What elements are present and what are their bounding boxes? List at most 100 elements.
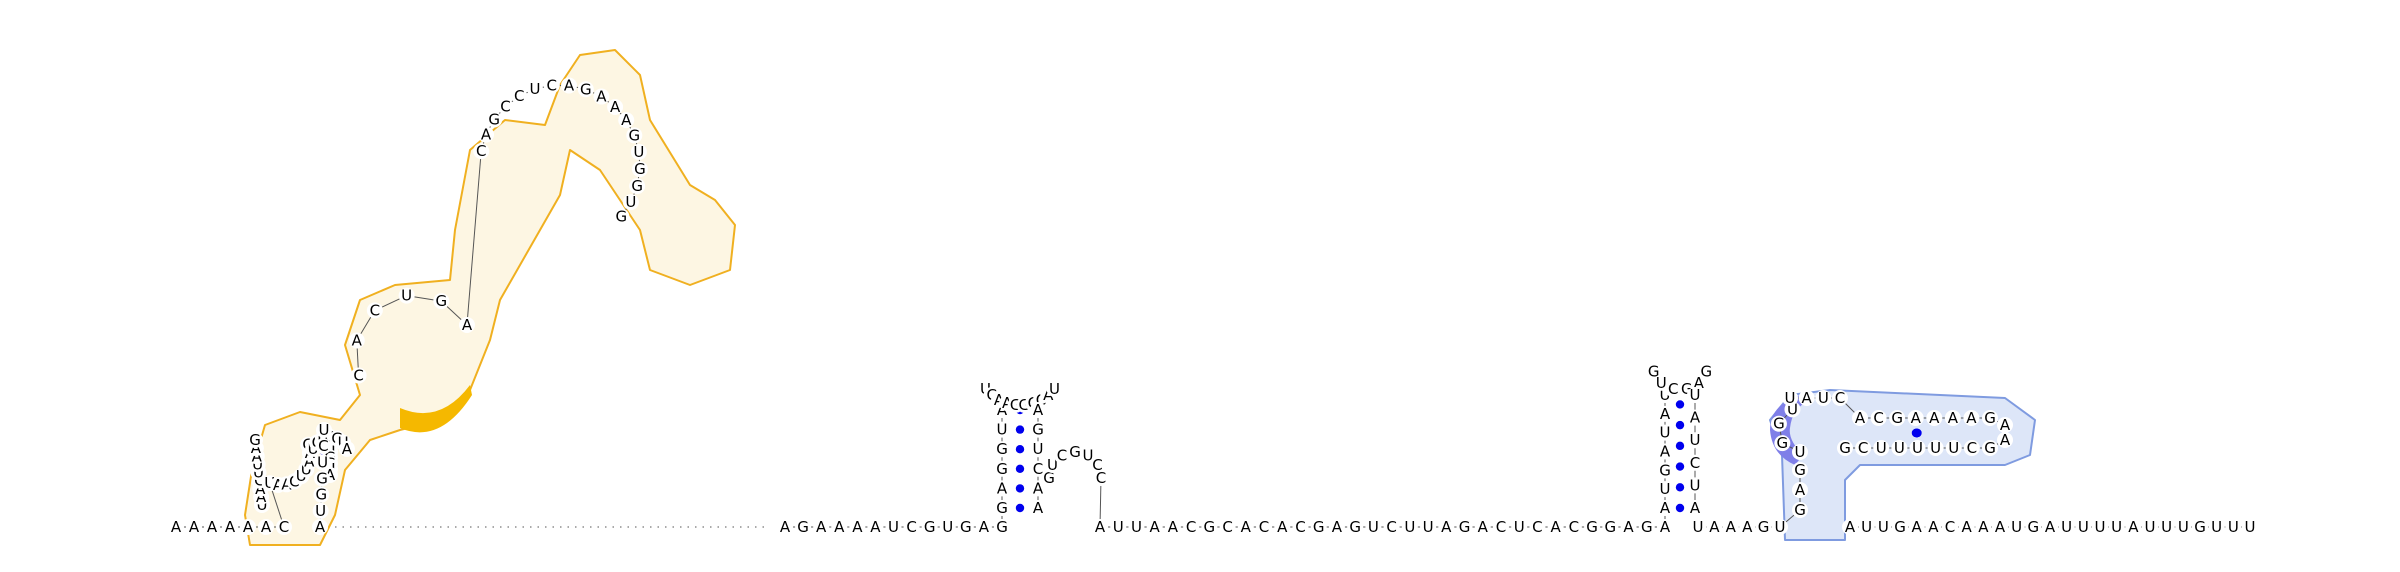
nucleotide-bg <box>795 519 812 535</box>
nucleotide-bg <box>1958 519 1975 535</box>
nucleotide-bg <box>478 126 495 143</box>
nucleotide: G <box>316 486 328 504</box>
nucleotide-bg <box>1982 410 1998 426</box>
nucleotide: A <box>1241 518 1252 536</box>
nucleotide: A <box>1043 386 1054 404</box>
nucleotide: A <box>610 98 621 116</box>
nucleotide-bg <box>1855 440 1872 456</box>
nucleotide-bg <box>1292 519 1309 535</box>
backbone-link <box>466 151 482 326</box>
nucleotide-bg <box>1997 432 2013 448</box>
nucleotide-bg <box>1690 374 1707 391</box>
nucleotide: C <box>254 472 264 490</box>
nucleotide: A <box>1912 518 1923 536</box>
nucleotide: A <box>1855 409 1866 427</box>
nucleotide: G <box>1984 409 1996 427</box>
base-pair-dot <box>1675 420 1685 430</box>
nucleotide: A <box>2128 518 2139 536</box>
nucleotide-bg <box>975 519 992 535</box>
nucleotide-bg <box>994 500 1010 516</box>
nucleotide-bg <box>2025 519 2042 535</box>
nucleotide-bg <box>561 77 578 94</box>
nucleotide: A <box>256 488 267 506</box>
nucleotide-bg <box>258 519 274 535</box>
nucleotide: U <box>1878 518 1889 536</box>
nucleotide: G <box>634 160 646 178</box>
nucleotide-bg <box>276 519 292 535</box>
nucleotide: U <box>1775 518 1786 536</box>
nucleotide-bg <box>1858 519 1875 535</box>
nucleotide: C <box>987 386 997 404</box>
nucleotide: A <box>1795 481 1806 499</box>
nucleotide: C <box>1386 518 1396 536</box>
nucleotide-bg <box>1657 519 1673 535</box>
nucleotide: A <box>1002 394 1013 412</box>
nucleotide-bg <box>204 519 220 535</box>
nucleotide-bg <box>1657 500 1673 516</box>
nucleotide-bg <box>577 81 594 98</box>
nucleotide-bg <box>1456 519 1473 535</box>
nucleotide-bg <box>622 194 639 211</box>
nucleotide-bg <box>903 519 920 535</box>
nucleotide: G <box>628 126 640 144</box>
nucleotide-bg <box>1067 444 1083 460</box>
nucleotide: C <box>1186 518 1196 536</box>
nucleotide: A <box>564 77 575 95</box>
nucleotide: G <box>249 431 261 449</box>
nucleotide: A <box>1911 409 1922 427</box>
nucleotide-bg <box>626 127 643 144</box>
nucleotide: C <box>1036 391 1046 409</box>
nucleotide-bg <box>2158 519 2175 535</box>
nucleotide: U <box>1368 518 1379 536</box>
nucleotide-bg <box>1870 410 1887 426</box>
nucleotide: A <box>1690 499 1701 517</box>
nucleotide: A <box>1033 479 1044 497</box>
nucleotide-bg <box>1982 440 1998 456</box>
base-pair-dot <box>1675 400 1685 409</box>
nucleotide-bg <box>1963 410 1980 426</box>
nucleotide: U <box>1423 518 1434 536</box>
nucleotide-bg <box>168 519 184 535</box>
nucleotide: C <box>476 142 486 160</box>
nucleotide-bg <box>618 112 635 129</box>
nucleotide-bg <box>1030 480 1046 497</box>
nucleotide-bg <box>486 111 503 128</box>
nucleotide-bg <box>2142 519 2158 535</box>
nucleotide-bg <box>1183 519 1200 535</box>
nucleotide-bg <box>1739 519 1756 535</box>
nucleotide-bg <box>2208 519 2225 535</box>
nucleotide: G <box>1659 461 1671 479</box>
nucleotide-bg <box>350 367 367 384</box>
nucleotide-bg <box>1909 440 1926 456</box>
nucleotide-bg <box>1041 470 1057 486</box>
nucleotide-bg <box>994 519 1010 535</box>
nucleotide-bg <box>511 88 528 105</box>
nucleotide: U <box>2161 518 2172 536</box>
nucleotide: A <box>1033 401 1044 419</box>
nucleotide: U <box>1787 400 1798 418</box>
nucleotide-bg <box>1565 519 1582 535</box>
nucleotide: A <box>596 88 607 106</box>
nucleotide: G <box>996 499 1008 517</box>
nucleotide: A <box>1551 518 1562 536</box>
nucleotide: G <box>580 80 592 98</box>
nucleotide-bg <box>593 88 610 105</box>
nucleotide-bg <box>1852 410 1868 426</box>
nucleotide-bg <box>348 332 365 349</box>
nucleotide: U <box>1660 386 1671 404</box>
nucleotide: C <box>547 76 557 94</box>
nucleotide: A <box>1660 443 1671 461</box>
nucleotide-bg <box>398 287 415 304</box>
nucleotide-bg <box>2225 519 2242 535</box>
nucleotide: C <box>1858 439 1868 457</box>
nucleotide: A <box>1742 518 1753 536</box>
nucleotide: A <box>261 518 272 536</box>
